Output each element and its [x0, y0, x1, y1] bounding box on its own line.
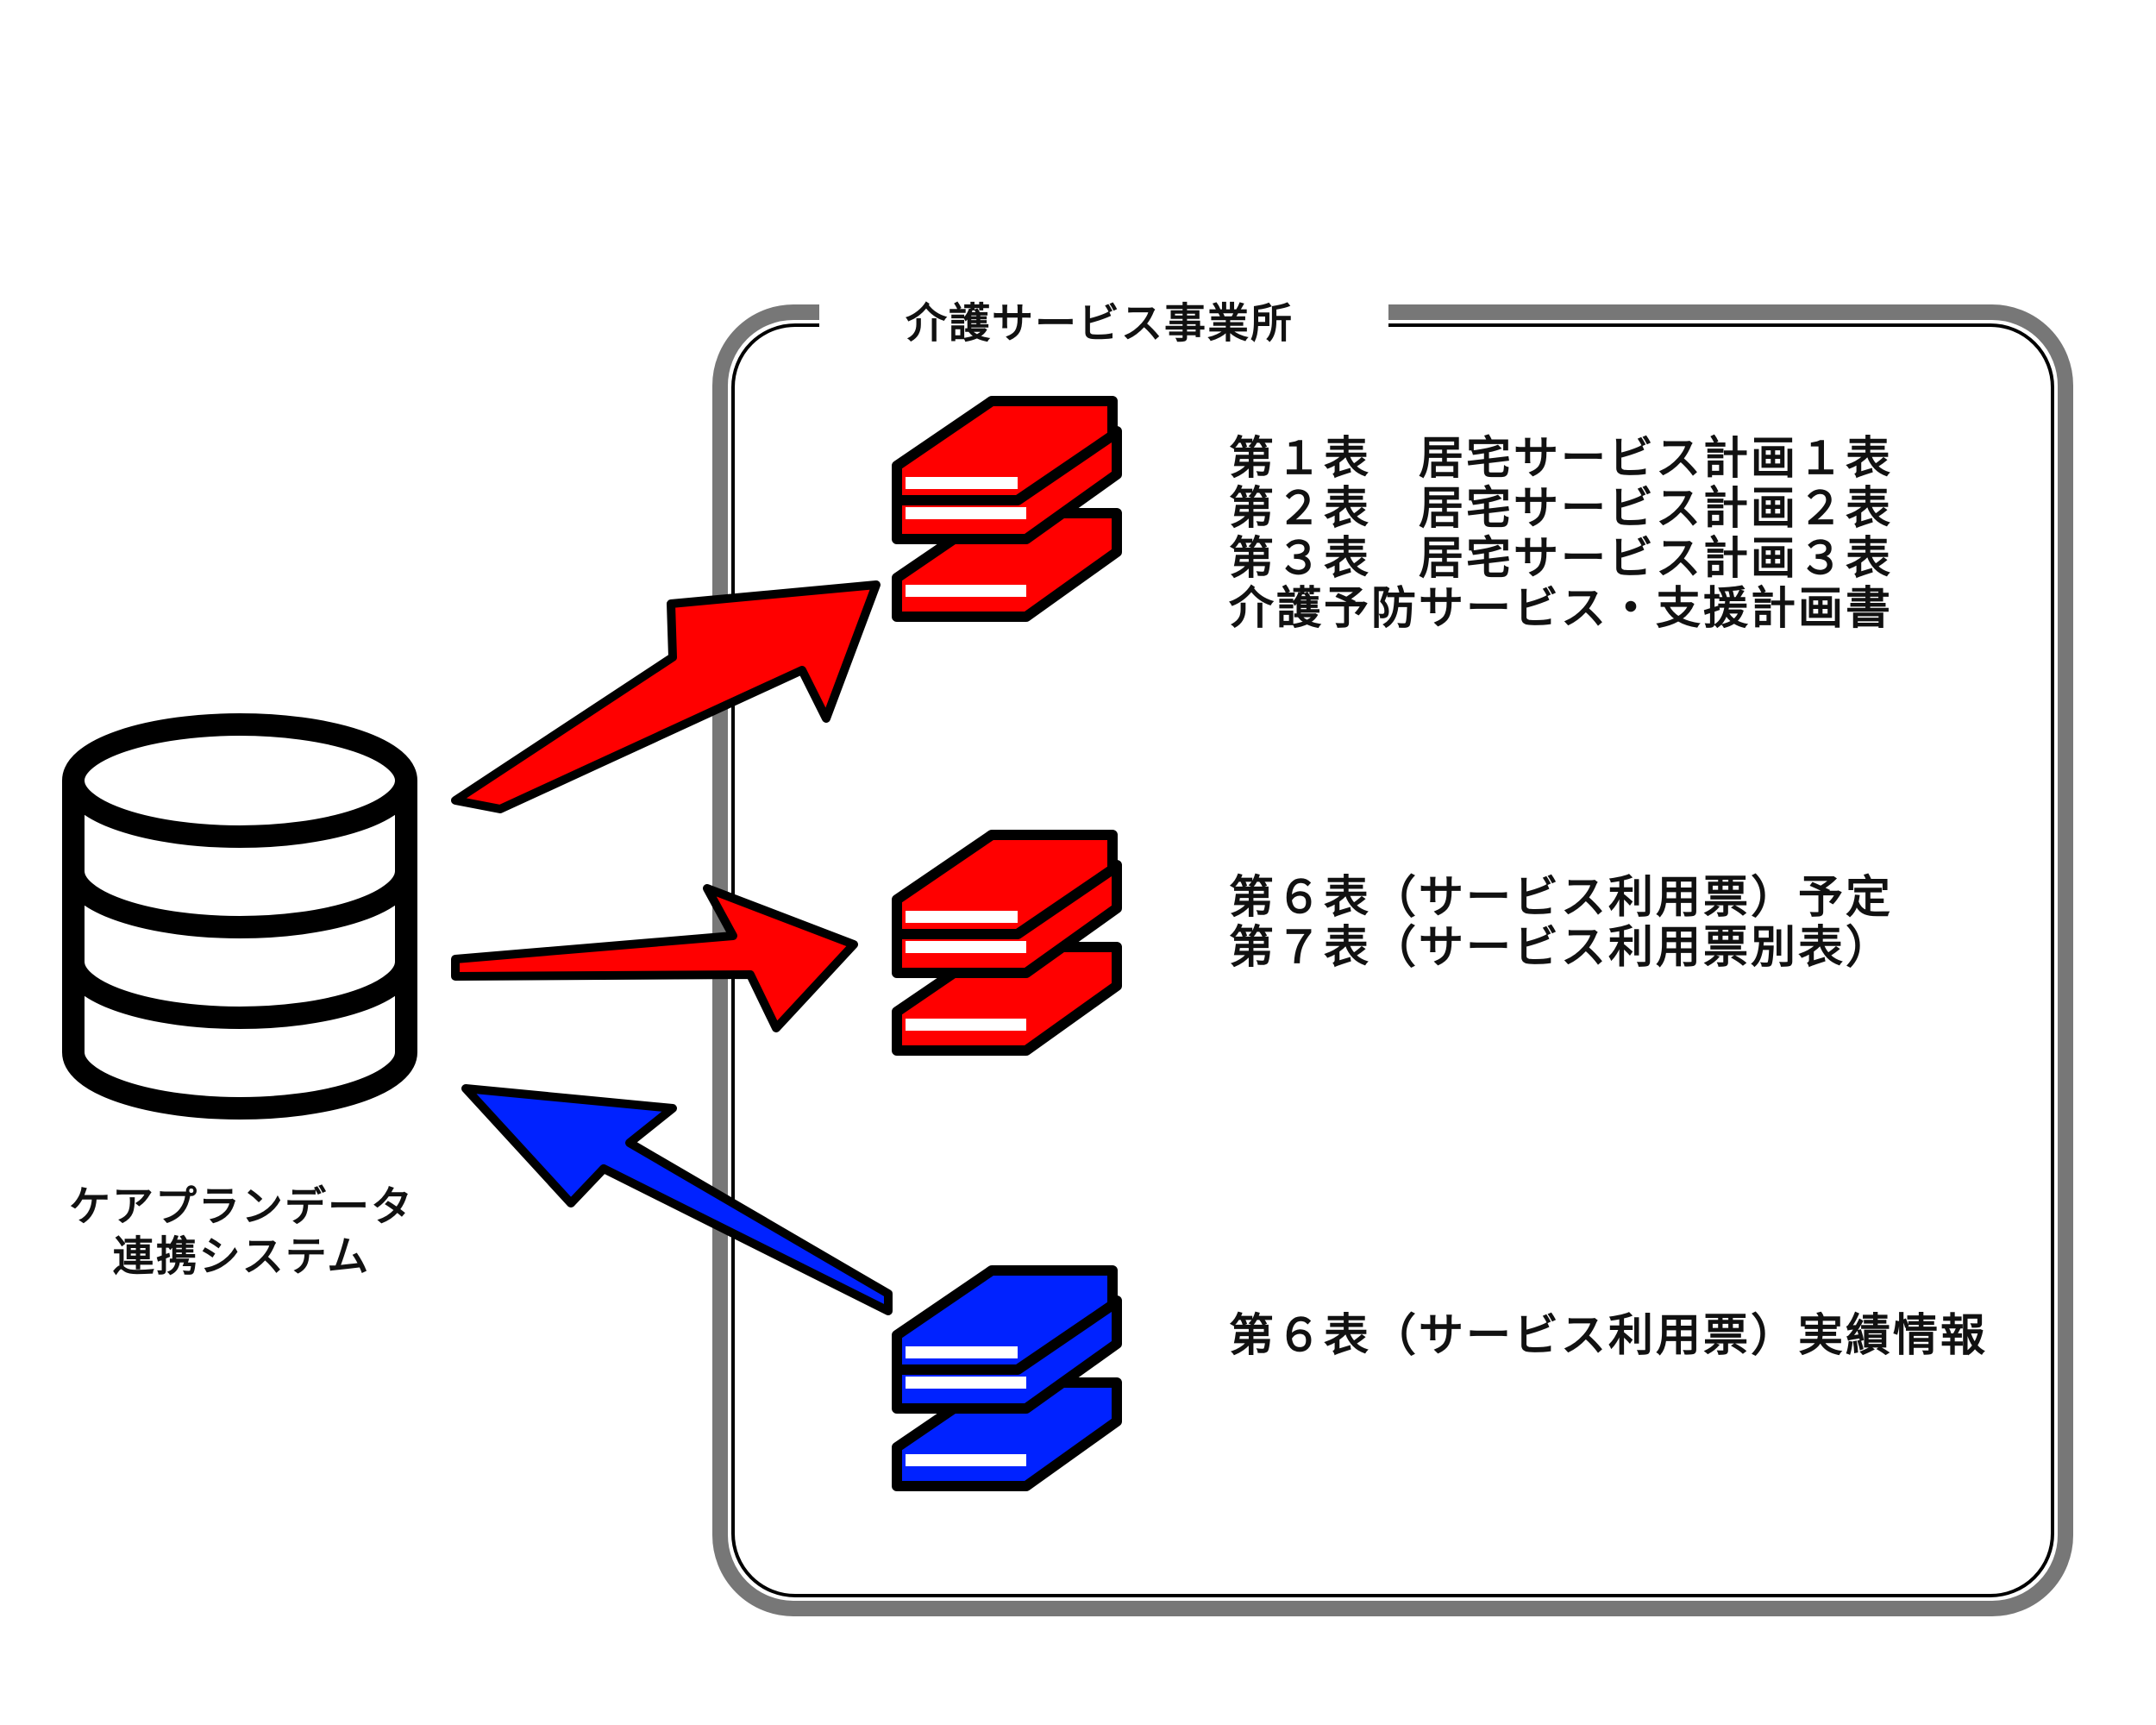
send-arrow-1: [451, 580, 881, 813]
document-stack-icon-1: [892, 396, 1122, 622]
document-line: 第６表（サービス利用票）予定: [1229, 872, 1894, 924]
document-group-2-text: 第６表（サービス利用票）予定 第７表（サービス利用票別表）: [1229, 873, 1893, 973]
system-label-line-2: 連携システム: [112, 1233, 371, 1281]
database-icon: [62, 713, 417, 1120]
document-line: 介護予防サービス・支援計画書: [1229, 583, 1894, 635]
document-line: 第７表（サービス利用票別表）: [1229, 922, 1894, 974]
office-title: 介護サービス事業所: [906, 299, 1294, 348]
system-label-line-1: ケアプランデータ: [68, 1182, 414, 1231]
send-arrow-2: [451, 884, 858, 1032]
document-line: 第２表 居宅サービス計画２表: [1229, 483, 1894, 535]
office-title-gap: [819, 293, 1388, 336]
document-line: 第３表 居宅サービス計画３表: [1229, 533, 1894, 585]
document-group-3-text: 第６表（サービス利用票）実績情報: [1229, 1311, 1988, 1361]
document-group-1-text: 第１表 居宅サービス計画１表 第２表 居宅サービス計画２表 第３表 居宅サービス…: [1229, 434, 1893, 634]
document-line: 第６表（サービス利用票）実績情報: [1229, 1310, 1989, 1362]
document-line: 第１表 居宅サービス計画１表: [1229, 433, 1894, 485]
system-label: ケアプランデータ 連携システム: [34, 1182, 448, 1282]
document-stack-icon-2: [892, 830, 1122, 1056]
document-stack-icon-3: [892, 1265, 1122, 1491]
receive-arrow: [461, 1084, 893, 1315]
